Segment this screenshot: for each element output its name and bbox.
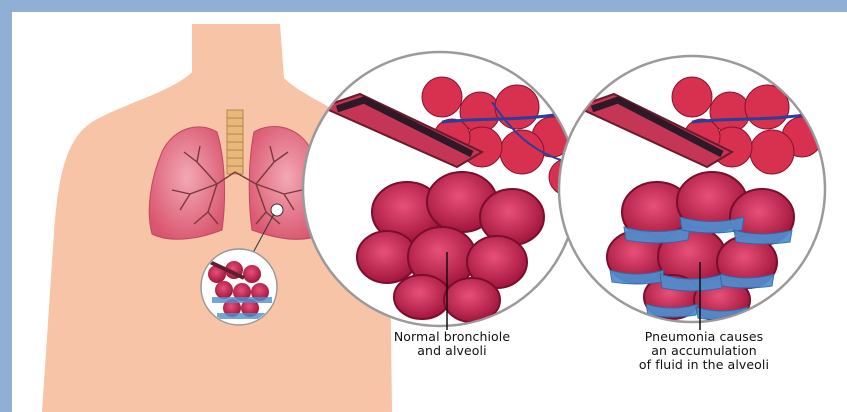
pneumonia-alveoli-inset <box>559 56 825 330</box>
pneumonia-caption: Pneumonia causes an accumulation of flui… <box>624 330 784 372</box>
normal-caption-line1: Normal bronchiole <box>382 330 522 344</box>
normal-caption-line2: and alveoli <box>382 344 522 358</box>
pneumonia-caption-line1: Pneumonia causes <box>624 330 784 344</box>
pneumonia-caption-line3: of fluid in the alveoli <box>624 358 784 372</box>
illustration-frame: Normal bronchiole and alveoli Pneumonia … <box>12 12 847 412</box>
small-alveoli-inset <box>201 249 277 325</box>
normal-alveoli-inset <box>303 52 585 330</box>
pneumonia-caption-line2: an accumulation <box>624 344 784 358</box>
trachea <box>227 110 243 174</box>
normal-caption: Normal bronchiole and alveoli <box>382 330 522 358</box>
